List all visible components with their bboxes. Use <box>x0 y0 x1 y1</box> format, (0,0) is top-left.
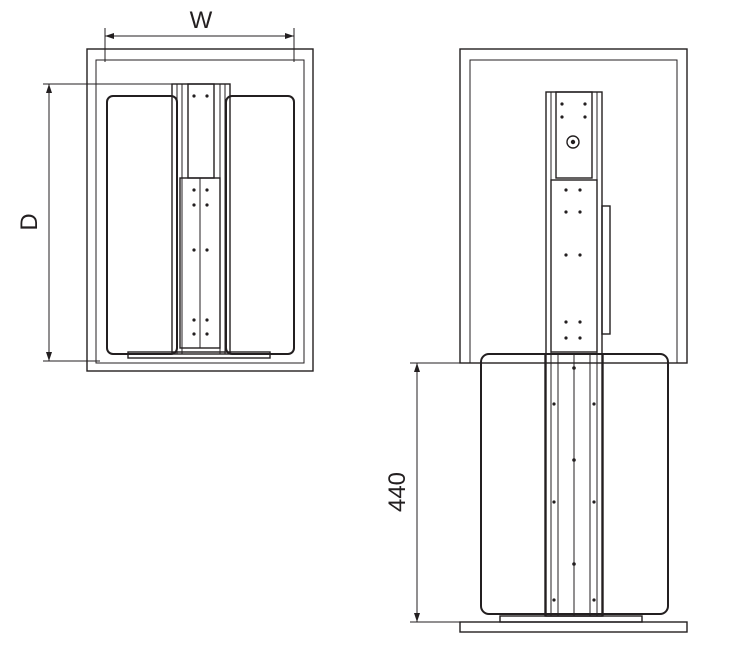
side-floor-plate <box>459 621 688 633</box>
width-dimension: W <box>104 7 295 62</box>
height-dimension: 440 <box>384 362 481 623</box>
side-bracket <box>601 205 611 335</box>
side-cabinet-outer <box>459 48 688 364</box>
cabinet-inner-frame <box>95 59 305 364</box>
right-basket <box>225 95 295 355</box>
top-view: W D <box>16 7 314 372</box>
side-cabinet-inner <box>469 59 678 364</box>
depth-dimension: D <box>16 83 188 362</box>
depth-label: D <box>16 213 43 230</box>
side-lower-column <box>544 353 604 617</box>
left-basket <box>106 95 178 355</box>
height-label: 440 <box>384 472 411 512</box>
width-label: W <box>190 7 213 34</box>
top-center-column <box>127 83 271 359</box>
column-knob <box>566 135 580 149</box>
side-view: 440 <box>384 48 688 633</box>
cabinet-outer-frame <box>86 48 314 372</box>
side-base-plate <box>499 615 643 623</box>
